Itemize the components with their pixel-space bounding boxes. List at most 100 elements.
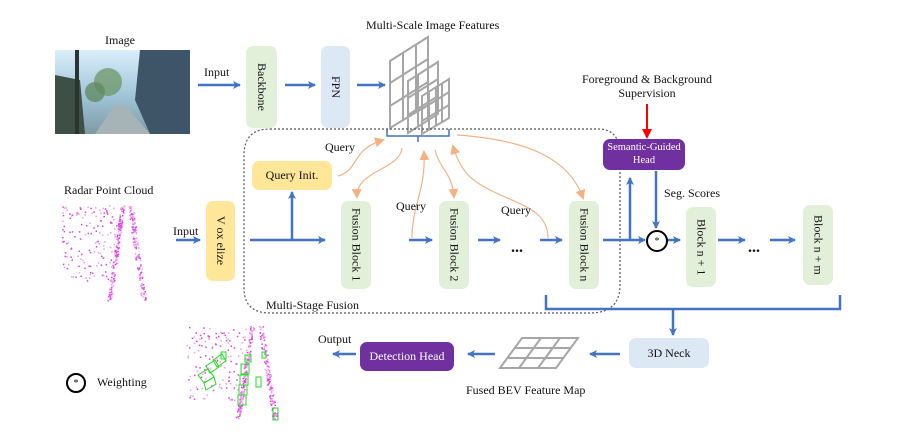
semantic-guided-head[interactable]: Semantic-Guided Head — [603, 139, 685, 170]
point — [114, 255, 117, 257]
point — [199, 338, 201, 340]
point — [85, 277, 87, 279]
point — [238, 411, 241, 413]
point — [97, 225, 99, 227]
point — [237, 355, 240, 358]
point — [129, 215, 132, 217]
fpn-block[interactable]: FPN — [321, 46, 350, 128]
point — [270, 387, 273, 390]
point — [219, 345, 222, 347]
point — [109, 292, 111, 294]
point — [102, 225, 104, 227]
point — [118, 225, 120, 228]
point — [209, 368, 212, 370]
query-init-block[interactable]: Query Init. — [252, 161, 332, 190]
point — [133, 223, 136, 225]
point — [135, 233, 138, 235]
query-init-label: Query Init. — [265, 168, 319, 182]
point — [107, 234, 109, 236]
point — [243, 381, 246, 383]
point — [240, 410, 242, 412]
point — [140, 265, 142, 268]
point — [129, 214, 131, 216]
point — [115, 256, 118, 258]
point — [195, 386, 198, 389]
point — [274, 412, 276, 414]
point — [138, 267, 141, 269]
point — [201, 387, 204, 390]
point — [264, 352, 266, 354]
point — [206, 394, 208, 396]
point — [135, 246, 137, 249]
block-n-plus-1[interactable]: Block n + 1 — [686, 207, 716, 287]
point — [109, 246, 112, 249]
detection-head[interactable]: Detection Head — [360, 342, 454, 371]
point — [245, 371, 247, 373]
point — [266, 375, 268, 377]
semantic-head-line-2: Head — [632, 154, 656, 166]
point — [118, 228, 121, 230]
point — [101, 234, 104, 236]
point — [193, 398, 196, 400]
point — [229, 371, 231, 373]
point — [242, 387, 245, 389]
point — [112, 292, 114, 295]
point — [241, 387, 243, 389]
point — [93, 250, 96, 253]
point — [93, 275, 95, 277]
point — [132, 236, 135, 238]
point — [109, 222, 112, 224]
point — [246, 371, 248, 373]
point — [113, 271, 115, 274]
point — [218, 335, 220, 338]
point — [187, 355, 189, 357]
point — [209, 328, 211, 330]
point — [137, 267, 139, 270]
point — [110, 298, 112, 300]
output-label: Output — [318, 332, 352, 346]
point — [87, 206, 89, 208]
backbone-block[interactable]: Backbone — [246, 46, 277, 128]
block-n-plus-m[interactable]: Block n + m — [803, 205, 833, 285]
fusion-block-1[interactable]: Fusion Block 1 — [341, 201, 371, 289]
point — [245, 364, 247, 366]
fusion-ellipsis: ... — [511, 239, 523, 256]
point — [112, 285, 115, 287]
fusion-block-n[interactable]: Fusion Block n — [569, 201, 599, 289]
fusion-block-2[interactable]: Fusion Block 2 — [439, 201, 469, 289]
point — [193, 342, 196, 345]
point — [263, 352, 266, 354]
point — [118, 220, 121, 222]
point — [80, 258, 82, 260]
point — [108, 294, 111, 296]
point — [84, 267, 86, 270]
point — [62, 220, 64, 222]
point — [261, 348, 264, 350]
point — [117, 248, 119, 250]
point — [263, 336, 265, 338]
voxelize-block[interactable]: V ox elize — [206, 201, 235, 281]
point — [231, 399, 233, 401]
point — [268, 361, 270, 364]
point — [273, 415, 276, 417]
point — [120, 208, 122, 211]
point — [267, 354, 269, 356]
point — [122, 210, 124, 212]
point — [251, 335, 253, 337]
3d-neck-block[interactable]: 3D Neck — [629, 338, 709, 368]
point — [109, 296, 112, 298]
point — [135, 229, 138, 232]
point — [251, 337, 253, 339]
point — [205, 346, 207, 348]
point — [267, 373, 269, 375]
point — [134, 246, 136, 249]
point — [243, 375, 245, 378]
point — [119, 234, 121, 237]
point — [119, 223, 121, 225]
point — [245, 375, 247, 377]
point — [111, 216, 114, 218]
point — [114, 253, 116, 255]
point — [111, 276, 113, 279]
point — [262, 326, 265, 328]
point — [89, 273, 91, 276]
